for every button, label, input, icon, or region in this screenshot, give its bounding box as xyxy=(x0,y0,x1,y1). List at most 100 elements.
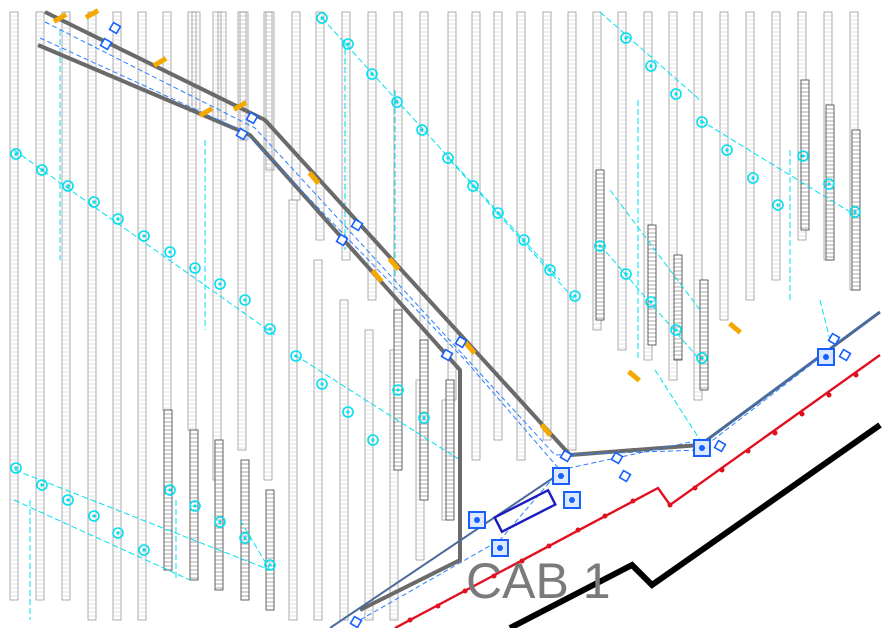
pv-table-modules xyxy=(365,333,373,619)
inverter-ring xyxy=(264,559,276,571)
pv-table-row xyxy=(493,11,503,441)
inverter-dot xyxy=(218,282,222,286)
pv-table-row-dark xyxy=(240,459,250,601)
inverter-ring xyxy=(112,527,124,539)
inverter-ring xyxy=(342,406,354,418)
pv-table-modules xyxy=(596,173,604,319)
pv-table-modules xyxy=(138,15,146,617)
string-cable-lines xyxy=(13,11,856,620)
mv-line-node xyxy=(575,527,581,533)
pv-table-modules xyxy=(669,15,677,377)
inverter-ring xyxy=(316,12,328,24)
string-cable xyxy=(13,149,276,336)
pv-table-outline xyxy=(447,11,457,401)
pv-table-modules xyxy=(720,15,728,317)
pv-table-modules xyxy=(420,343,428,497)
inverter-ring xyxy=(391,96,403,108)
pv-table-modules xyxy=(472,15,480,457)
pv-table-modules xyxy=(190,433,198,579)
trench-lower-edge xyxy=(37,43,462,612)
combiner-box-icon xyxy=(618,469,632,483)
combiner-core xyxy=(497,545,503,551)
pv-table-modules xyxy=(213,15,221,477)
inverter-circle-icon xyxy=(316,378,328,390)
pv-table-modules xyxy=(801,83,809,229)
pv-table-modules xyxy=(238,15,246,449)
string-cable xyxy=(449,159,576,301)
mv-line xyxy=(394,354,881,628)
inverter-circle-icon xyxy=(416,124,428,136)
inverter-dot xyxy=(193,266,197,270)
inverter-ring xyxy=(214,278,226,290)
inverter-circle-icon xyxy=(772,199,784,211)
pv-table-modules xyxy=(240,15,248,137)
string-cable xyxy=(321,17,561,281)
pv-table-modules xyxy=(494,15,502,437)
inverter-circle-icon xyxy=(214,516,226,528)
combiner-box-icon xyxy=(491,539,509,557)
inverter-ring xyxy=(189,500,201,512)
inverter-dot xyxy=(320,382,324,386)
pv-table-row xyxy=(419,11,429,361)
inverter-ring xyxy=(696,352,708,364)
inverter-dot xyxy=(598,244,602,248)
inverter-dot xyxy=(116,217,120,221)
pv-table-row xyxy=(719,11,729,321)
marker-bar-icon xyxy=(307,171,321,185)
inverter-ring xyxy=(88,510,100,522)
inverter-ring xyxy=(696,116,708,128)
boundary-lines xyxy=(394,354,882,628)
pv-table-row xyxy=(315,11,325,241)
pv-table-row xyxy=(668,11,678,381)
pv-table-outline xyxy=(214,439,224,591)
inverter-circle-icon xyxy=(62,494,74,506)
pv-table-outline xyxy=(693,11,703,401)
inverter-dot xyxy=(268,327,272,331)
pv-table-outline xyxy=(212,11,222,481)
marker-bar-icon xyxy=(539,423,553,437)
mv-line-node xyxy=(745,448,751,454)
inverter-dot xyxy=(422,416,426,420)
pv-table-modules xyxy=(264,15,272,477)
inverter-dot xyxy=(751,176,755,180)
combiner-box-icon xyxy=(610,451,624,465)
pv-table-row xyxy=(87,11,97,621)
inverter-circle-icon xyxy=(391,96,403,108)
inverter-ring xyxy=(823,178,835,190)
pv-table-row-dark xyxy=(163,409,173,571)
inverter-ring xyxy=(264,323,276,335)
inverter-dot xyxy=(649,300,653,304)
pv-table-modules xyxy=(340,303,348,617)
inverter-dot xyxy=(14,152,18,156)
inverter-circle-icon xyxy=(442,152,454,164)
pv-table-outline xyxy=(265,11,275,171)
inverter-circle-icon xyxy=(36,479,48,491)
inverter-dot xyxy=(395,100,399,104)
cabin-outline xyxy=(493,488,557,534)
pv-table-outline xyxy=(288,199,298,621)
inverter-dot xyxy=(827,182,831,186)
inverter-dot xyxy=(294,354,298,358)
inverter-circle-icon xyxy=(569,290,581,302)
inverter-dot xyxy=(370,72,374,76)
inverter-ring xyxy=(849,206,861,218)
inverter-dot xyxy=(801,154,805,158)
pv-table-row xyxy=(112,11,122,621)
string-cable xyxy=(239,519,271,571)
inverter-circle-icon xyxy=(645,60,657,72)
combiner-box-icon xyxy=(693,439,711,457)
mv-line-node xyxy=(519,558,525,564)
inverter-circle-icon xyxy=(264,559,276,571)
combiner-core xyxy=(823,354,829,360)
mv-line-node xyxy=(491,573,497,579)
combiner-box-icon xyxy=(827,332,841,346)
pv-table-modules xyxy=(113,15,121,617)
inverter-ring xyxy=(772,199,784,211)
inverter-ring xyxy=(10,462,22,474)
pv-table-modules xyxy=(618,15,626,349)
road-edge-left xyxy=(329,469,566,628)
combiner-box-icon xyxy=(335,233,349,247)
inverter-circle-icon xyxy=(112,527,124,539)
inverter-circle-icon xyxy=(670,324,682,336)
pv-table-modules xyxy=(164,413,172,567)
